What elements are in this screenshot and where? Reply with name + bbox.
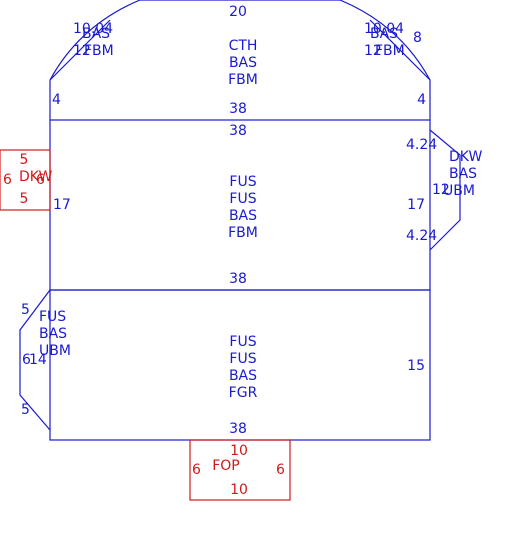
- top-left-corner-angle: 12: [73, 43, 91, 59]
- top-left-corner-code-2: FBM: [84, 43, 114, 59]
- left-pocket-dim-right: 6: [36, 172, 45, 188]
- top-left-corner-code-1: BAS: [82, 26, 110, 42]
- left-flap-dim-top: 5: [21, 302, 30, 318]
- left-flap-outline: [19, 289, 51, 431]
- left-flap-code-1: FUS: [39, 309, 66, 325]
- left-flap-dim-a: 6: [22, 352, 31, 368]
- right-flap-dim-side: 12: [432, 182, 450, 198]
- middle-code-1: FUS: [229, 174, 256, 190]
- left-pocket-dim-left: 6: [3, 172, 12, 188]
- top-right-corner-extra: 8: [413, 30, 422, 46]
- left-pocket-label: DKW: [19, 169, 52, 185]
- top-code-1: CTH: [229, 38, 258, 54]
- right-flap-code-3: UBM: [443, 183, 475, 199]
- top-code-2: BAS: [229, 55, 257, 71]
- top-left-corner-dim: 10.04: [73, 21, 113, 37]
- right-flap-code-1: DKW: [449, 149, 482, 165]
- top-left-corner-line: [49, 19, 111, 81]
- right-flap-code-2: BAS: [449, 166, 477, 182]
- bottom-dim-bottom: 38: [229, 421, 247, 437]
- foot-pocket-dim-bottom: 10: [230, 482, 248, 498]
- middle-dim-right: 17: [407, 197, 425, 213]
- left-flap-dim-bottom: 5: [21, 402, 30, 418]
- right-flap-dim-top: 4.24: [406, 137, 437, 153]
- middle-code-2: FUS: [229, 191, 256, 207]
- left-flap-dim-b: 14: [29, 352, 47, 368]
- middle-dim-bottom: 38: [229, 271, 247, 287]
- top-right-corner-dim: 10.04: [364, 21, 404, 37]
- bottom-code-4: FGR: [229, 385, 258, 401]
- top-dim-top: 20: [229, 4, 247, 20]
- foot-pocket-dim-top: 10: [230, 443, 248, 459]
- middle-code-4: FBM: [228, 225, 258, 241]
- middle-dim-left: 17: [53, 197, 71, 213]
- top-right-corner-line: [369, 19, 431, 81]
- foot-pocket-dim-right: 6: [276, 462, 285, 478]
- middle-dim-top: 38: [229, 123, 247, 139]
- top-right-corner-code-1: BAS: [370, 26, 398, 42]
- top-right-corner-angle: 12: [364, 43, 382, 59]
- left-pocket-dim-bottom: 5: [20, 191, 29, 207]
- top-dim-left: 4: [52, 92, 61, 108]
- left-pocket-outline: [0, 149, 51, 211]
- left-flap-code-3: UBM: [39, 343, 71, 359]
- right-flap-dim-bottom: 4.24: [406, 228, 437, 244]
- top-code-3: FBM: [228, 72, 258, 88]
- foot-pocket-outline: [189, 439, 291, 501]
- bottom-code-3: BAS: [229, 368, 257, 384]
- right-flap-outline: [429, 129, 461, 251]
- top-right-corner-code-2: FBM: [375, 43, 405, 59]
- middle-code-3: BAS: [229, 208, 257, 224]
- left-pocket-dim-top: 5: [20, 152, 29, 168]
- bottom-code-2: FUS: [229, 351, 256, 367]
- top-dim-bottom: 38: [229, 101, 247, 117]
- bottom-code-1: FUS: [229, 334, 256, 350]
- left-flap-code-2: BAS: [39, 326, 67, 342]
- bottom-dim-right: 15: [407, 358, 425, 374]
- foot-pocket-dim-left: 6: [192, 462, 201, 478]
- foot-pocket-label: FOP: [212, 458, 240, 474]
- top-panel-outline: [49, 0, 431, 120]
- top-dim-right: 4: [417, 92, 426, 108]
